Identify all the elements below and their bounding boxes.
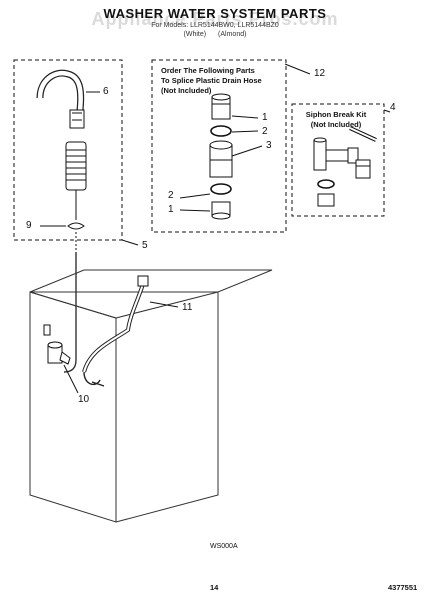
callout-10: 10 — [78, 394, 90, 405]
callout-9: 9 — [26, 220, 32, 231]
splice-clamp-upper — [210, 125, 232, 137]
document-number: 4377551 — [388, 583, 418, 592]
page-number: 14 — [210, 583, 219, 592]
drain-hose-run — [63, 252, 77, 373]
callout-1-lower: 1 — [168, 204, 174, 215]
diagram-code: WS000A — [210, 543, 238, 550]
callout-5: 5 — [142, 240, 148, 251]
corrugated-hose — [65, 141, 87, 220]
splice-note-line-1: Order The Following Parts — [161, 66, 255, 75]
lower-hose — [83, 371, 105, 387]
splice-connector-upper — [211, 93, 231, 120]
siphon-kit-note: Siphon Break Kit (Not Included) — [303, 110, 369, 130]
callout-2-upper: 2 — [262, 126, 268, 137]
siphon-note-line-2: (Not Included) — [310, 120, 362, 129]
siphon-clamp — [317, 179, 335, 189]
splice-clamp-lower — [210, 183, 232, 195]
callout-6: 6 — [103, 86, 109, 97]
model-list: For Models: LLR5144BW0, LLR5144BZ0 — [151, 22, 279, 29]
siphon-connector — [355, 159, 371, 179]
washer-cabinet — [29, 269, 273, 523]
fill-hose — [82, 275, 149, 373]
drain-hose-hook — [36, 69, 85, 129]
variant-almond: (Almond) — [218, 31, 247, 38]
siphon-note-line-1: Siphon Break Kit — [305, 110, 367, 119]
color-variants: (White) (Almond) — [0, 31, 430, 38]
callout-4: 4 — [390, 102, 396, 113]
splice-note-line-2: To Splice Plastic Drain Hose — [161, 76, 262, 85]
callout-12: 12 — [314, 68, 326, 79]
callout-3: 3 — [266, 140, 272, 151]
siphon-kit-box — [291, 103, 385, 217]
page-title: WASHER WATER SYSTEM PARTS — [103, 6, 327, 21]
splice-connector-lower — [211, 201, 231, 220]
hose-assembly-box — [13, 59, 123, 241]
variant-white: (White) — [183, 31, 207, 38]
splice-parts-note: Order The Following Parts To Splice Plas… — [161, 66, 262, 96]
watermark: Appliance Parts Pros.com — [91, 9, 339, 29]
splice-coupling — [209, 140, 233, 178]
siphon-sleeve — [317, 193, 335, 207]
callout-1-upper: 1 — [262, 112, 268, 123]
siphon-tee-fitting — [313, 137, 359, 171]
drain-valve — [43, 324, 71, 365]
splice-note-line-3: (Not Included) — [161, 86, 212, 95]
splice-parts-box — [151, 59, 287, 233]
callout-11: 11 — [182, 302, 193, 313]
callout-2-lower: 2 — [168, 190, 174, 201]
hose-clamp — [67, 222, 85, 230]
